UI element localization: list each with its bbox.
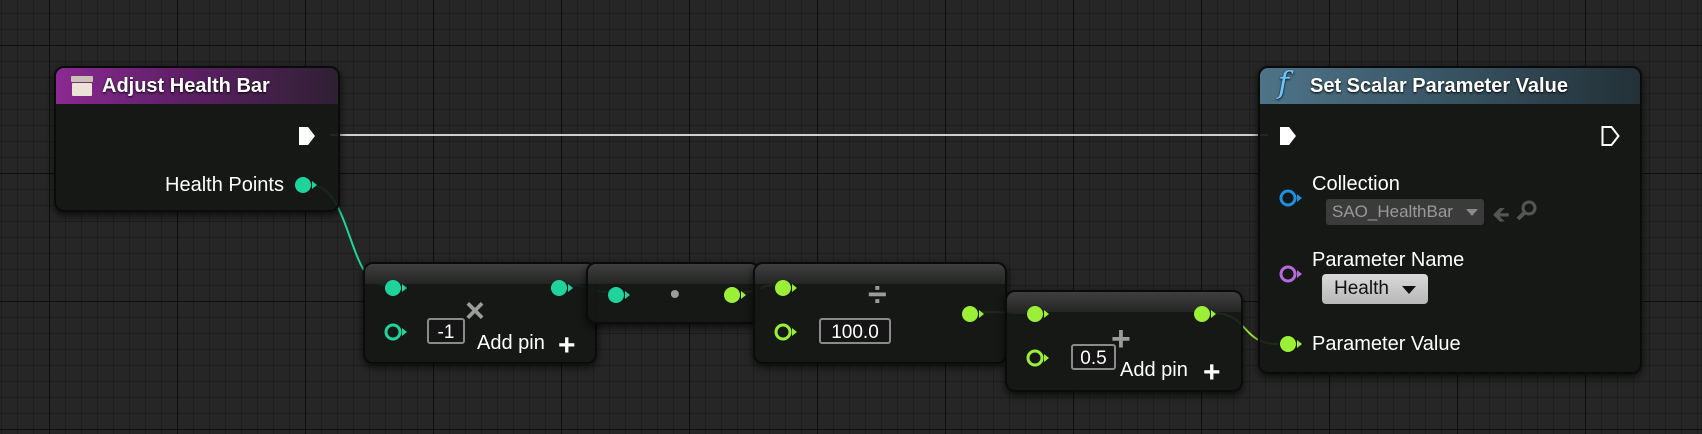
divide-input-a-pin[interactable]: [773, 278, 797, 296]
collection-label: Collection: [1312, 173, 1400, 195]
node-header[interactable]: Adjust Health Bar: [56, 68, 338, 104]
use-selected-asset-icon[interactable]: 🡸: [1492, 202, 1510, 227]
parameter-name-dropdown[interactable]: Health: [1322, 274, 1428, 304]
multiply-input-a-pin[interactable]: [383, 278, 407, 296]
node-add[interactable]: + 0.5 Add pin +: [1005, 290, 1243, 392]
node-set-scalar-parameter-value[interactable]: f Set Scalar Parameter Value Collection …: [1258, 66, 1642, 374]
chevron-down-icon: [1402, 286, 1416, 294]
node-adjust-health-bar[interactable]: Adjust Health Bar Health Points: [54, 66, 340, 212]
multiply-value-input[interactable]: -1: [427, 318, 465, 344]
parameter-value-label: Parameter Value: [1312, 333, 1461, 355]
collection-pin[interactable]: [1278, 188, 1302, 207]
exec-output-pin[interactable]: [297, 125, 315, 145]
convert-output-pin[interactable]: [722, 285, 746, 303]
collection-value: SAO_HealthBar: [1332, 202, 1453, 221]
browse-asset-icon[interactable]: [1516, 199, 1538, 226]
add-output-pin[interactable]: [1192, 304, 1216, 322]
parameter-name-value: Health: [1334, 278, 1389, 299]
exec-input-pin[interactable]: [1278, 125, 1296, 145]
divide-operator-icon: ÷: [868, 276, 887, 314]
node-multiply[interactable]: × -1 Add pin +: [363, 262, 597, 364]
node-convert[interactable]: •: [586, 262, 760, 324]
add-value-input[interactable]: 0.5: [1071, 344, 1116, 370]
divide-input-b-pin[interactable]: [773, 322, 797, 341]
health-points-pin[interactable]: [293, 175, 317, 193]
node-header[interactable]: [588, 264, 758, 284]
parameter-value-pin[interactable]: [1278, 334, 1302, 352]
divide-value-input[interactable]: 100.0: [819, 318, 891, 344]
convert-dot-icon: •: [670, 278, 680, 309]
parameter-name-label: Parameter Name: [1312, 249, 1465, 271]
add-input-a-pin[interactable]: [1025, 304, 1049, 322]
add-pin-label[interactable]: Add pin: [1120, 359, 1188, 381]
divide-output-pin[interactable]: [960, 304, 984, 322]
add-pin-icon[interactable]: +: [558, 329, 576, 362]
node-title: Set Scalar Parameter Value: [1310, 75, 1568, 97]
add-pin-label[interactable]: Add pin: [477, 332, 545, 354]
parameter-name-pin[interactable]: [1278, 264, 1302, 283]
add-pin-icon[interactable]: +: [1203, 356, 1221, 389]
node-title: Adjust Health Bar: [102, 75, 270, 97]
exec-output-pin[interactable]: [1600, 125, 1620, 146]
multiply-operator-icon: ×: [465, 292, 485, 330]
node-header[interactable]: [365, 264, 595, 284]
node-header[interactable]: f Set Scalar Parameter Value: [1260, 66, 1640, 104]
node-header[interactable]: [1007, 292, 1241, 312]
function-icon: f: [1278, 66, 1290, 101]
add-input-b-pin[interactable]: [1025, 348, 1049, 367]
health-points-label: Health Points: [165, 174, 284, 196]
node-divide[interactable]: ÷ 100.0: [753, 262, 1007, 364]
chevron-down-icon: [1466, 209, 1478, 216]
node-header[interactable]: [755, 264, 1005, 284]
event-icon: [71, 76, 93, 96]
multiply-output-pin[interactable]: [549, 278, 573, 296]
collection-asset-dropdown[interactable]: SAO_HealthBar: [1326, 199, 1484, 225]
multiply-input-b-pin[interactable]: [383, 322, 407, 341]
convert-input-pin[interactable]: [606, 285, 630, 303]
